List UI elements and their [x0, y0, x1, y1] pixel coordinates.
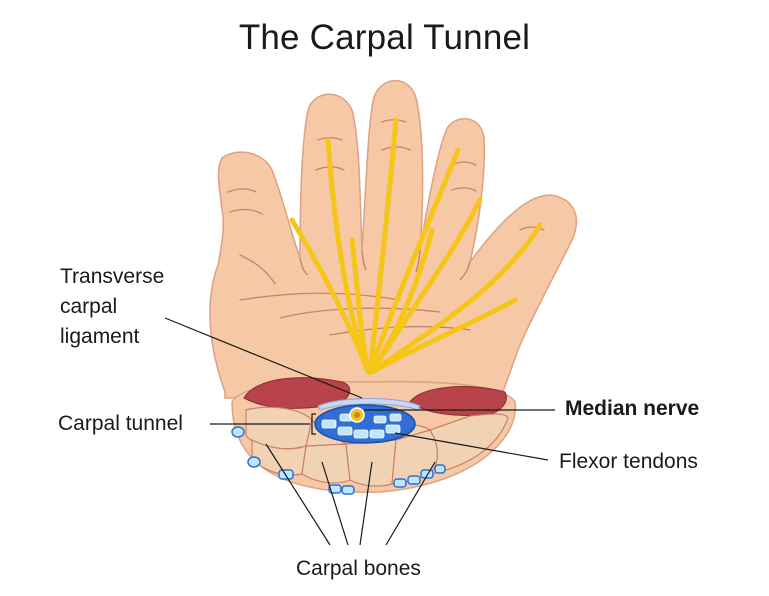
peripheral-tendon — [328, 484, 342, 494]
peripheral-tendon — [407, 475, 421, 485]
leader-carpal-bone-3 — [359, 461, 373, 546]
label-carpal-tunnel: Carpal tunnel — [58, 412, 183, 435]
leader-carpal-bone-1 — [265, 443, 331, 546]
peripheral-tendon — [231, 426, 245, 438]
label-carpal-bones: Carpal bones — [296, 557, 421, 580]
hypothenar-muscle-right — [409, 386, 507, 416]
label-median-nerve: Median nerve — [565, 397, 700, 420]
leader-carpal-bone-4 — [385, 461, 436, 546]
leader-carpal-bone-2 — [321, 461, 349, 546]
label-line: Transverse — [60, 265, 165, 288]
leader-lines — [164, 317, 555, 546]
flexor-tendons-group — [321, 413, 402, 439]
peripheral-tendon — [247, 456, 261, 468]
tunnel-bracket — [311, 413, 316, 435]
label-flexor-tendons: Flexor tendons — [559, 450, 698, 473]
hand-silhouette — [209, 80, 578, 399]
flexor-tendon — [385, 424, 401, 434]
finger-gap-lines — [299, 249, 471, 281]
carpal-bone — [428, 413, 509, 475]
label-transverse-carpal-ligament: Transverse carpal ligament — [60, 262, 164, 352]
carpal-bone — [301, 443, 351, 484]
median-nerve-branches — [289, 117, 543, 375]
peripheral-tendons — [231, 426, 446, 495]
peripheral-tendon — [393, 478, 407, 488]
median-nerve-core — [354, 412, 360, 418]
carpal-bones-group — [245, 406, 509, 487]
peripheral-tendon — [434, 464, 446, 474]
flexor-tendon — [389, 413, 402, 422]
leader-flexor-tendons — [394, 432, 549, 461]
hand — [209, 80, 578, 399]
flexor-tendon — [369, 429, 385, 439]
peripheral-tendon — [341, 485, 355, 495]
label-line: ligament — [60, 325, 140, 348]
flexor-tendon — [321, 419, 337, 429]
flexor-tendon — [373, 415, 387, 424]
diagram-title: The Carpal Tunnel — [238, 18, 531, 57]
leader-transverse-ligament — [164, 317, 363, 399]
flexor-tendon — [337, 426, 353, 436]
carpal-bone — [345, 439, 397, 487]
label-line: carpal — [60, 295, 118, 318]
wrist-cross-section — [231, 377, 516, 495]
peripheral-tendon — [420, 469, 434, 479]
flexor-tendon — [353, 429, 369, 439]
